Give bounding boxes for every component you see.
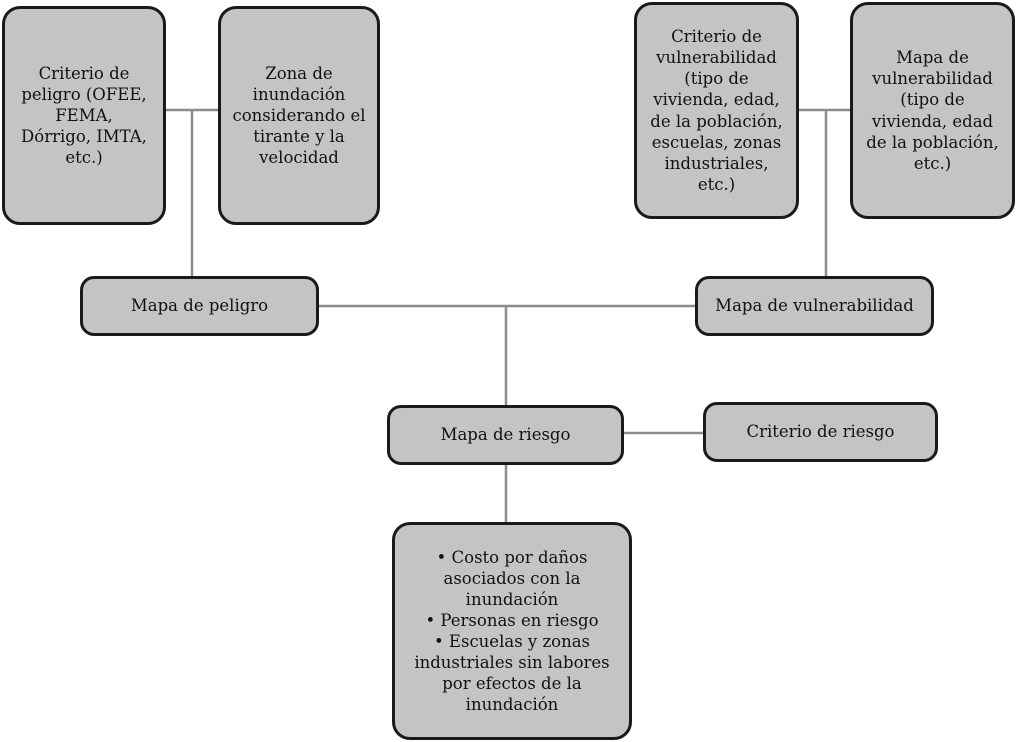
flood-zone-text: Zona de inundación considerando el tiran… [232,63,366,168]
risk-criteria-label: Criterio de riesgo [746,422,895,442]
vulnerability-map-box: Mapa de vulnerabilidad [695,276,934,336]
risk-map-box: Mapa de riesgo [387,405,624,465]
risk-outcomes-box: • Costo por daños asociados con la inund… [392,522,632,740]
flood-zone-box: Zona de inundación considerando el tiran… [218,6,380,225]
hazard-map-label: Mapa de peligro [130,296,269,316]
vulnerability-map-label: Mapa de vulnerabilidad [715,296,914,316]
vulnerability-map-detail-box: Mapa de vulnerabilidad (tipo de vivienda… [850,2,1015,219]
hazard-criteria-box: Criterio de peligro (OFEE, FEMA, Dórrigo… [2,6,166,225]
hazard-criteria-text: Criterio de peligro (OFEE, FEMA, Dórrigo… [21,63,147,168]
hazard-map-box: Mapa de peligro [80,276,319,336]
vulnerability-criteria-box: Criterio de vulnerabilidad (tipo de vivi… [634,2,799,219]
vulnerability-criteria-text: Criterio de vulnerabilidad (tipo de vivi… [650,27,783,194]
risk-map-label: Mapa de riesgo [440,425,571,445]
risk-outcomes-text: • Costo por daños asociados con la inund… [414,547,610,715]
vulnerability-map-detail-text: Mapa de vulnerabilidad (tipo de vivienda… [866,48,999,173]
risk-criteria-box: Criterio de riesgo [703,402,938,462]
